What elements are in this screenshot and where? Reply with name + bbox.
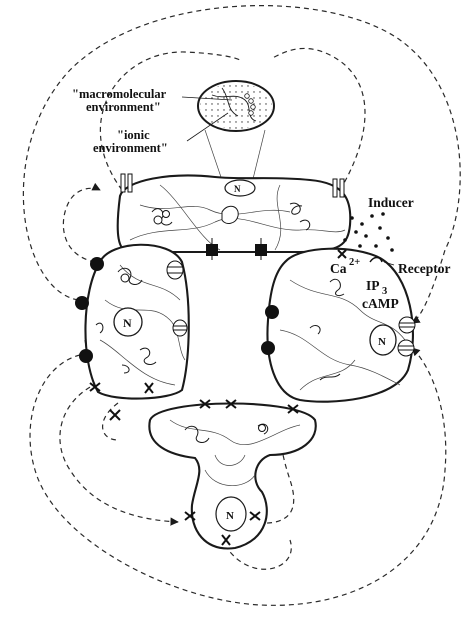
cell-bottom [149, 404, 315, 549]
inducer-particles [343, 212, 394, 252]
nucleus-bottom-label: N [226, 510, 234, 522]
ip3-label: IP [366, 278, 380, 293]
macromolecular-label-line2: environment" [86, 100, 161, 114]
nucleus-top-label: N [234, 184, 241, 194]
nucleus-right-label: N [378, 336, 386, 348]
ionic-label-line2: environment" [93, 141, 168, 155]
receptor-label: Receptor [398, 261, 450, 276]
camp-label: cAMP [362, 296, 399, 311]
calcium-label: Ca [330, 261, 347, 276]
macromolecular-label: "macromolecular [72, 87, 167, 101]
inducer-label: Inducer [368, 195, 414, 210]
calcium-charge: 2+ [349, 257, 360, 268]
ionic-label: "ionic [117, 128, 150, 142]
magnified-detail [182, 81, 274, 183]
nucleus-left-label: N [123, 316, 132, 330]
